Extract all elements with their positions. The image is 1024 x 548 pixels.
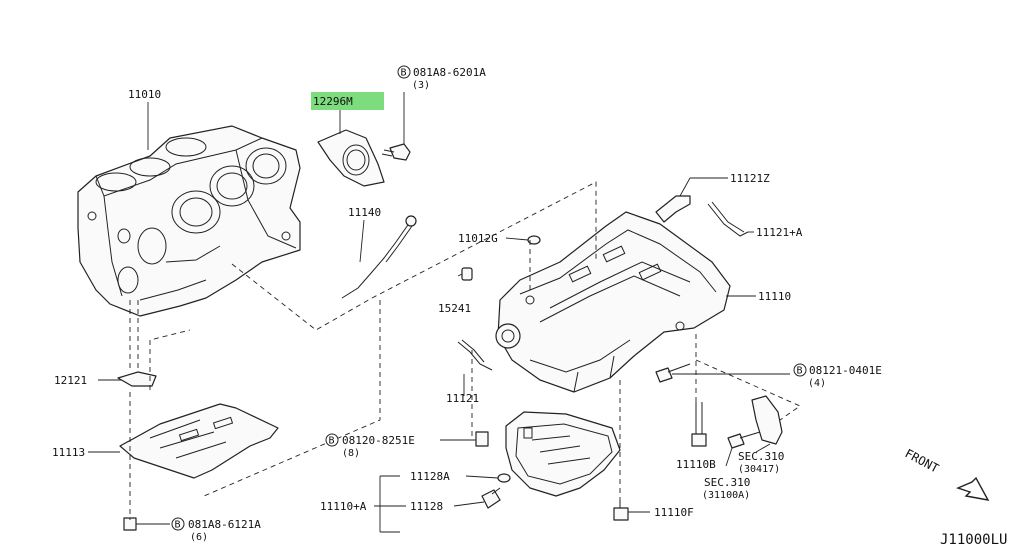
sec310-bolt-31100a[interactable] <box>727 431 761 449</box>
baffle-plate-11113[interactable] <box>119 403 279 479</box>
part-label-11128a: 11128A <box>410 470 450 483</box>
part-label-11110b: 11110B <box>676 458 716 471</box>
part-label-11140: 11140 <box>348 206 381 219</box>
part-label-12121: 12121 <box>54 374 87 387</box>
seal-retainer-12296m[interactable] <box>317 129 385 187</box>
diagram-id: J11000LU <box>940 532 1007 548</box>
label-highlight <box>311 92 384 110</box>
drain-plug-11128[interactable] <box>481 487 501 509</box>
qty-label-8: (8) <box>342 448 360 459</box>
part-label-11110a: 11110+A <box>320 500 367 513</box>
part-label-11121z: 11121Z <box>730 172 770 185</box>
bolt-081a8-6201a[interactable] <box>381 143 411 161</box>
bolt-08120-8251e[interactable] <box>475 431 489 447</box>
b-marker-circle <box>325 433 339 447</box>
part-label-11121: 11121 <box>446 392 479 405</box>
part-label-30417: (30417) <box>738 464 780 475</box>
front-arrow <box>956 476 990 501</box>
qty-label-3: (3) <box>412 80 430 91</box>
part-label-11128: 11128 <box>410 500 443 513</box>
part-label-11113: 11113 <box>52 446 85 459</box>
sec310-bracket-30417[interactable] <box>751 395 783 445</box>
cylinder-block[interactable] <box>77 125 301 317</box>
part-label-11010: 11010 <box>128 88 161 101</box>
part-label-sec310-a: SEC.310 <box>738 450 784 463</box>
washer-11128a[interactable] <box>497 473 511 483</box>
part-label-11121a: 11121+A <box>756 226 803 239</box>
b-marker-circle <box>171 517 185 531</box>
part-label-11110: 11110 <box>758 290 791 303</box>
lower-oil-pan-11110a[interactable] <box>505 411 621 497</box>
part-label-sec310-b: SEC.310 <box>704 476 750 489</box>
bracket-11121a[interactable] <box>707 201 749 237</box>
bolt-08121-0401e[interactable] <box>655 363 691 383</box>
qty-label-4: (4) <box>808 378 826 389</box>
part-label-15241: 15241 <box>438 302 471 315</box>
part-label-08121-0401e: 08121-0401E <box>809 364 882 377</box>
bracket-11121[interactable] <box>457 339 493 371</box>
b-marker: B <box>797 366 803 377</box>
part-label-12296m[interactable]: 12296M <box>313 95 353 108</box>
part-label-08120-8251e: 08120-8251E <box>342 434 415 447</box>
b-marker: B <box>175 520 181 531</box>
bolt-081a8-6121a[interactable] <box>123 517 137 531</box>
leader-lines <box>88 92 790 533</box>
bolt-11110b[interactable] <box>691 402 707 447</box>
qty-label-6: (6) <box>190 532 208 543</box>
stud-15241[interactable] <box>461 267 473 281</box>
b-marker: B <box>401 68 407 79</box>
b-marker-circle <box>793 363 807 377</box>
b-marker: B <box>329 436 335 447</box>
part-label-081a8-6121a: 081A8-6121A <box>188 518 261 531</box>
b-marker-circle <box>397 65 411 79</box>
front-direction-label: FRONT <box>903 446 941 475</box>
upper-oil-pan-11110[interactable] <box>495 211 731 393</box>
assembly-lines <box>129 181 801 520</box>
bracket-11121z[interactable] <box>655 195 691 223</box>
part-label-11012g: 11012G <box>458 232 498 245</box>
bolt-11110f[interactable] <box>613 500 629 521</box>
dipstick-11140[interactable] <box>341 215 417 299</box>
part-label-11110f: 11110F <box>654 506 694 519</box>
clip-12121[interactable] <box>117 371 157 387</box>
part-label-31100a: (31100A) <box>702 490 750 501</box>
part-label-081a8-6201a: 081A8-6201A <box>413 66 486 79</box>
